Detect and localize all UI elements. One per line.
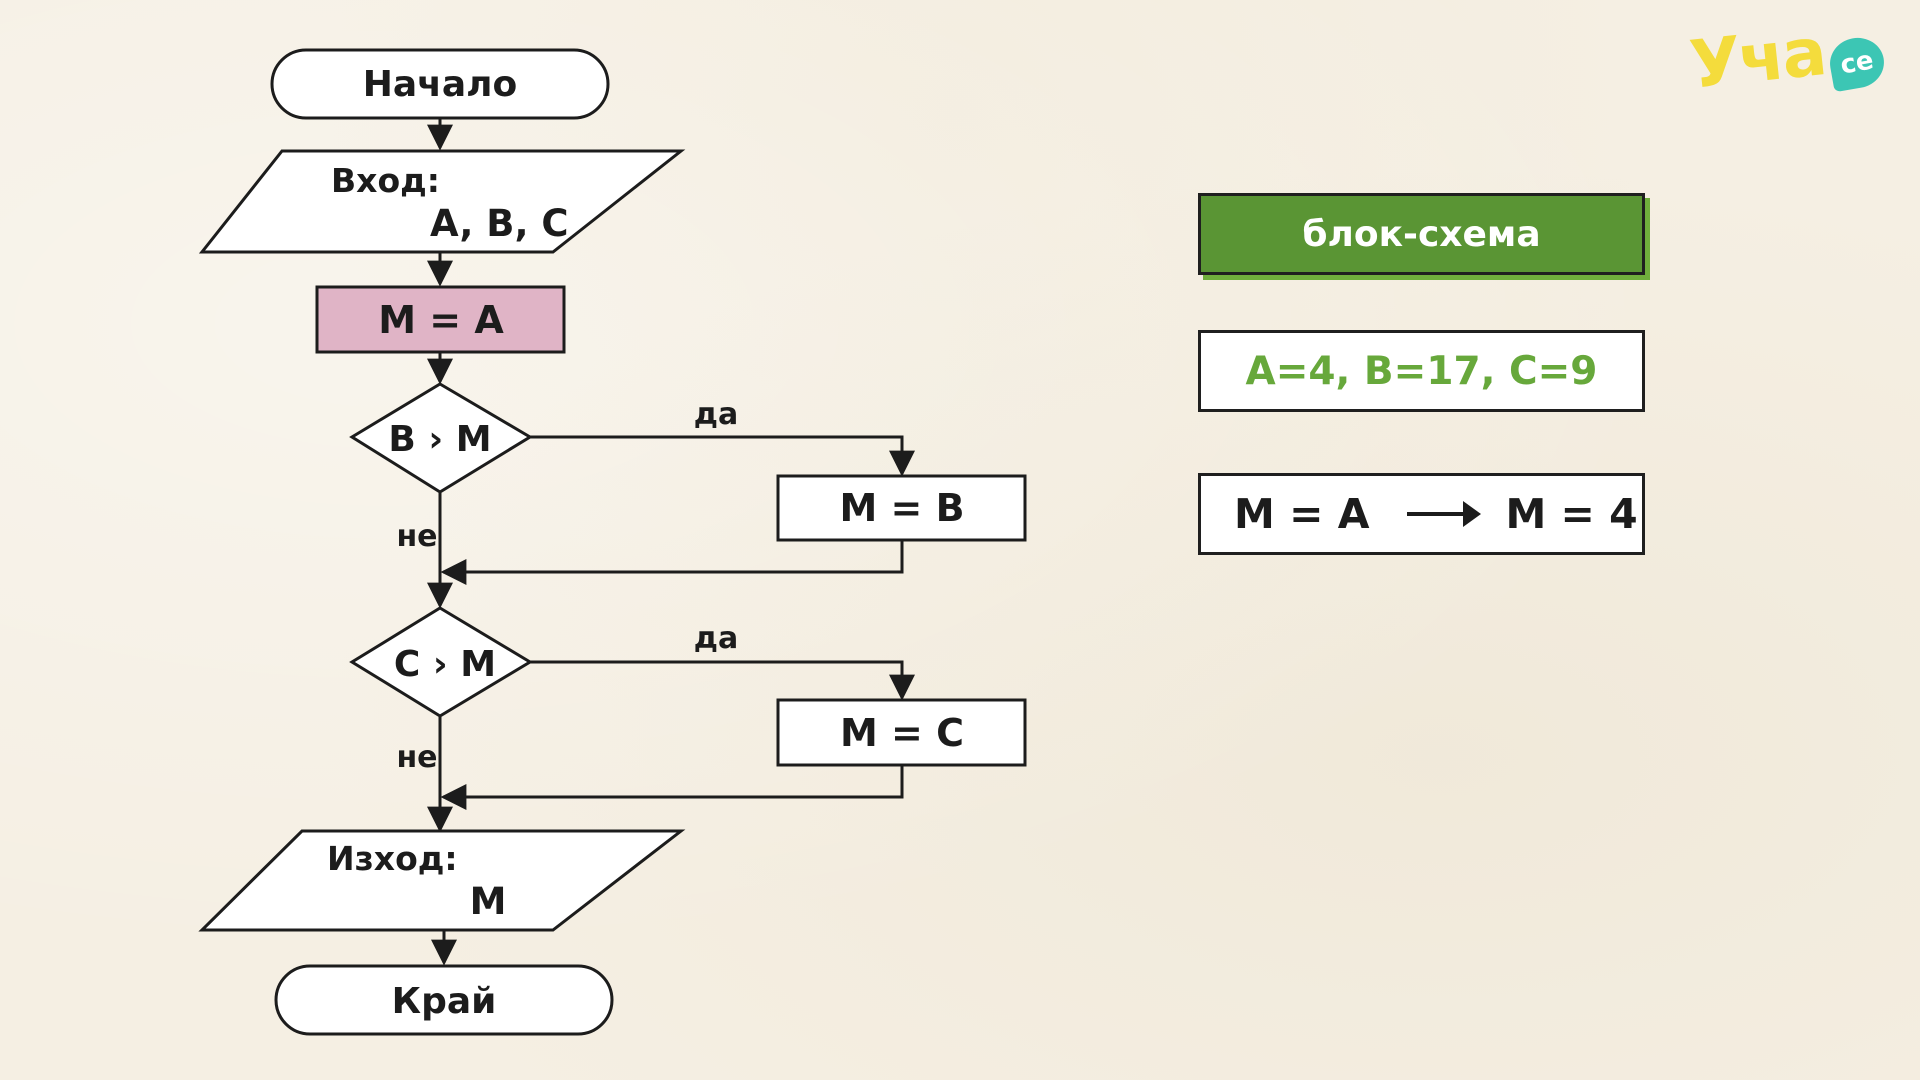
arrow-decision2-yes	[530, 660, 915, 701]
output-block	[198, 829, 686, 932]
decision-2-yes-label: да	[694, 621, 738, 656]
decision-2-label: C › M	[394, 644, 496, 685]
assign-initial-block	[315, 285, 566, 354]
start-terminal	[270, 48, 610, 120]
right-arrow-icon	[1407, 501, 1482, 527]
decision-1-label: B › M	[388, 419, 491, 460]
panel-title: блок-схема	[1198, 193, 1645, 275]
panel-values: A=4, B=17, C=9	[1198, 330, 1645, 412]
arrow-assign-c-merge	[440, 766, 904, 810]
assign-b-label: M = B	[839, 486, 964, 530]
end-label: Край	[392, 981, 497, 1022]
assign-b-block	[776, 474, 1027, 542]
brand-logo: Уча се	[1686, 13, 1890, 106]
flowchart-diagram: Начало Вход: A, B, C M = A B › M да не M…	[198, 48, 1027, 1036]
flow-connectors	[427, 118, 915, 966]
decision-1-no-label: не	[396, 519, 437, 554]
panel-step: M = A M = 4	[1198, 473, 1645, 555]
start-label: Начало	[363, 64, 518, 105]
decision-2	[349, 606, 533, 718]
panel-values-text: A=4, B=17, C=9	[1245, 348, 1598, 394]
assign-c-block	[776, 698, 1027, 767]
output-var: M	[470, 880, 507, 923]
logo-text: Уча	[1686, 13, 1829, 104]
panel-step-right: M = 4	[1505, 490, 1638, 538]
panel-step-left: M = A	[1234, 490, 1370, 538]
input-label: Вход:	[331, 161, 440, 200]
output-label: Изход:	[327, 839, 458, 878]
decision-2-no-label: не	[396, 740, 437, 775]
panel-title-text: блок-схема	[1302, 213, 1541, 255]
decision-1-yes-label: да	[694, 397, 738, 432]
end-terminal	[274, 964, 614, 1036]
assign-c-label: M = C	[840, 711, 964, 755]
assign-initial-label: M = A	[378, 298, 504, 342]
arrow-assign-b-merge	[440, 541, 904, 585]
input-vars: A, B, C	[430, 202, 569, 245]
logo-badge: се	[1826, 33, 1888, 93]
arrow-decision1-yes	[530, 435, 915, 477]
decision-1	[349, 382, 533, 494]
input-block	[198, 149, 686, 254]
